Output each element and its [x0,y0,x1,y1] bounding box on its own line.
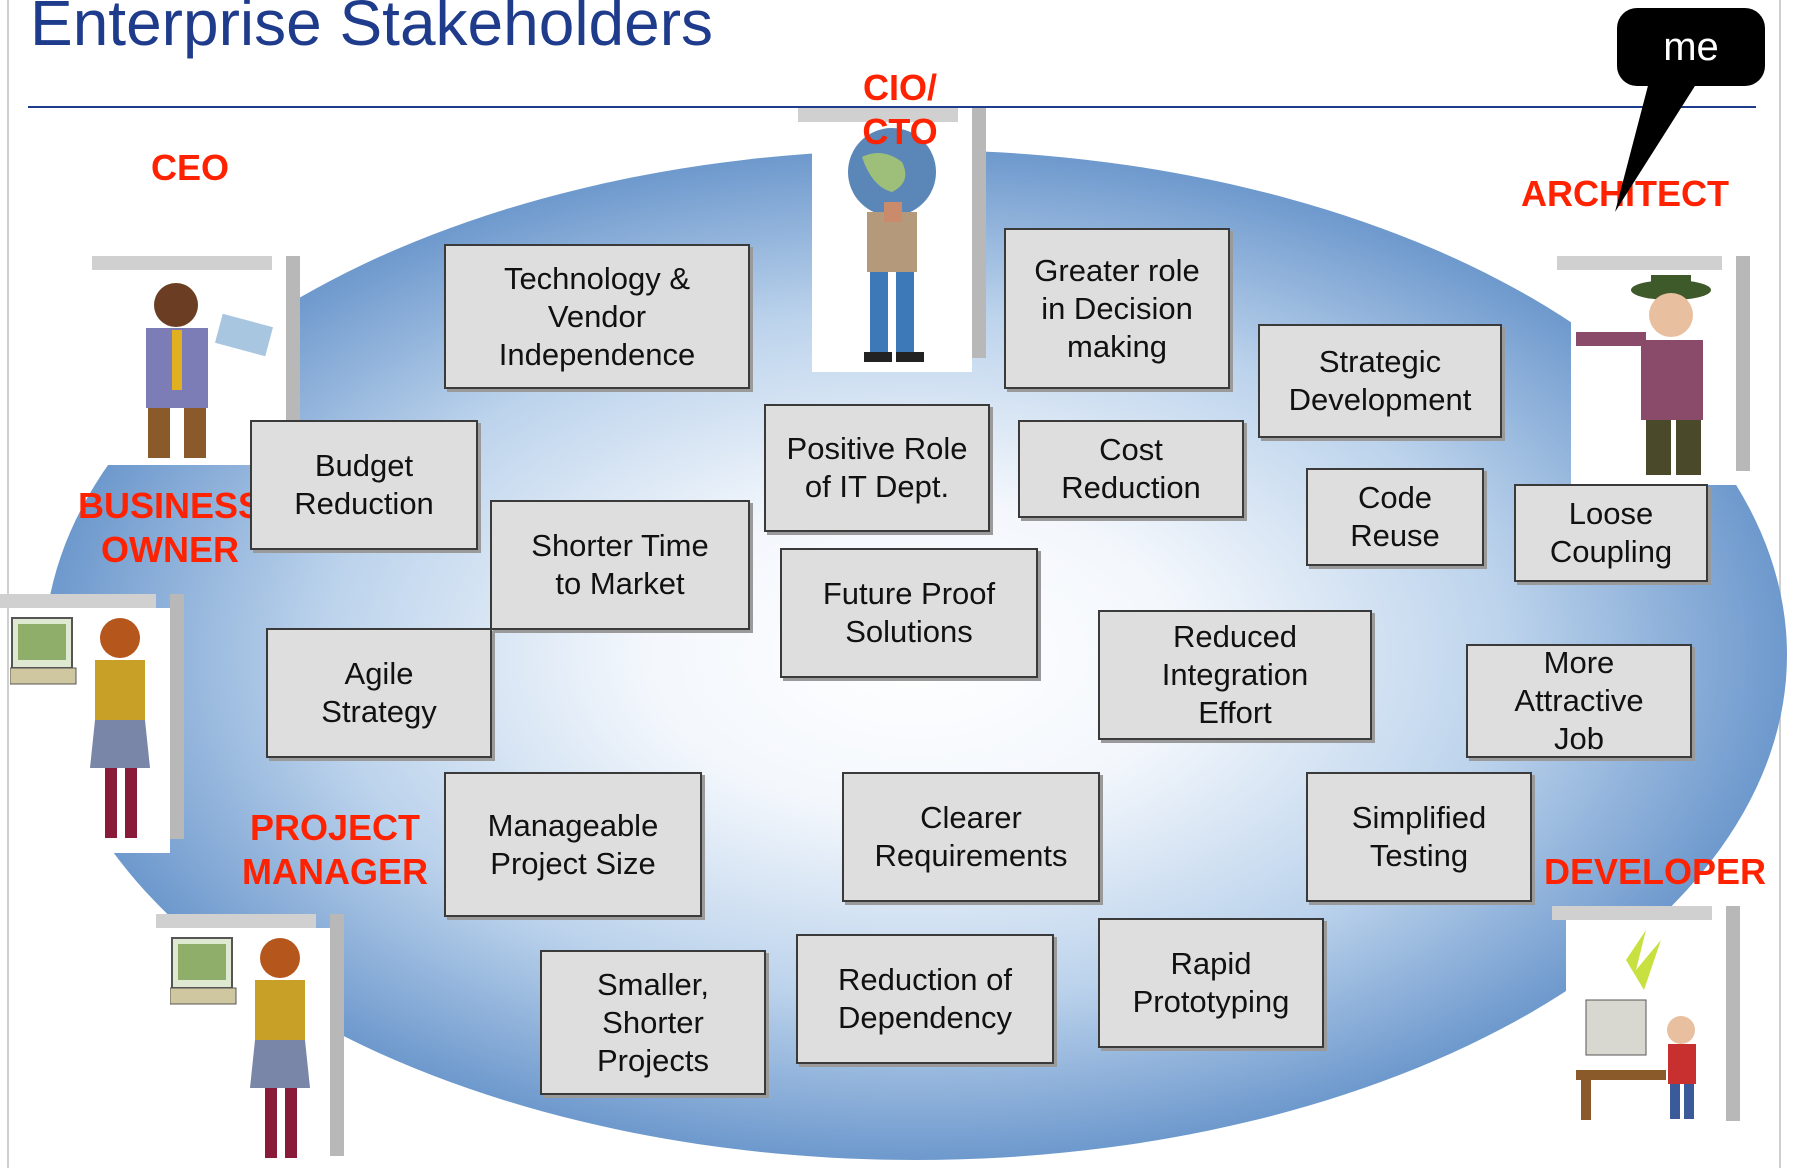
role-label-architect: ARCHITECT [1521,173,1729,214]
role-label-cio-cto: CIO/ CTO [862,67,938,152]
architect-man-icon [1576,275,1711,475]
architect-illustration [1557,256,1750,485]
title-divider [28,106,1756,108]
benefit-reduction-of-dependency: Reduction of Dependency [796,934,1054,1064]
cio-cto-illustration [798,108,986,372]
benefit-strategic-development: Strategic Development [1258,324,1502,438]
frustrated-developer-icon [1576,930,1696,1120]
role-label-developer: DEVELOPER [1543,851,1767,892]
benefit-code-reuse: Code Reuse [1306,468,1484,566]
role-label-ceo: CEO [150,147,229,188]
atlas-globe-icon [848,128,936,362]
benefit-technology-vendor-independence: Technology & Vendor Independence [444,244,750,389]
role-label-business-owner: BUSINESS OWNER [77,485,263,570]
benefit-cost-reduction: Cost Reduction [1018,420,1244,518]
woman-with-computer-icon [170,937,310,1158]
benefit-clearer-requirements: Clearer Requirements [842,772,1100,902]
benefit-more-attractive-job: More Attractive Job [1466,644,1692,758]
role-label-project-manager: PROJECT MANAGER [242,807,428,892]
business-owner-illustration [0,594,184,853]
benefit-shorter-time-to-market: Shorter Time to Market [490,500,750,630]
benefit-future-proof-solutions: Future Proof Solutions [780,548,1038,678]
benefit-positive-role-it: Positive Role of IT Dept. [764,404,990,532]
benefit-smaller-shorter-projects: Smaller, Shorter Projects [540,950,766,1095]
benefit-greater-role-decision: Greater role in Decision making [1004,228,1230,389]
speech-bubble: me [1617,8,1765,86]
benefit-reduced-integration-effort: Reduced Integration Effort [1098,610,1372,740]
benefit-rapid-prototyping: Rapid Prototyping [1098,918,1324,1048]
ceo-illustration [92,256,300,465]
ceo-businessman-icon [146,283,273,458]
woman-with-computer-icon [10,617,150,838]
benefit-agile-strategy: Agile Strategy [266,628,492,758]
benefit-budget-reduction: Budget Reduction [250,420,478,550]
developer-illustration [1552,906,1740,1135]
project-manager-illustration [156,914,344,1170]
benefit-manageable-project-size: Manageable Project Size [444,772,702,917]
benefit-loose-coupling: Loose Coupling [1514,484,1708,582]
slide-border [7,0,1781,1168]
slide-title: Enterprise Stakeholders [30,0,714,59]
benefit-simplified-testing: Simplified Testing [1306,772,1532,902]
